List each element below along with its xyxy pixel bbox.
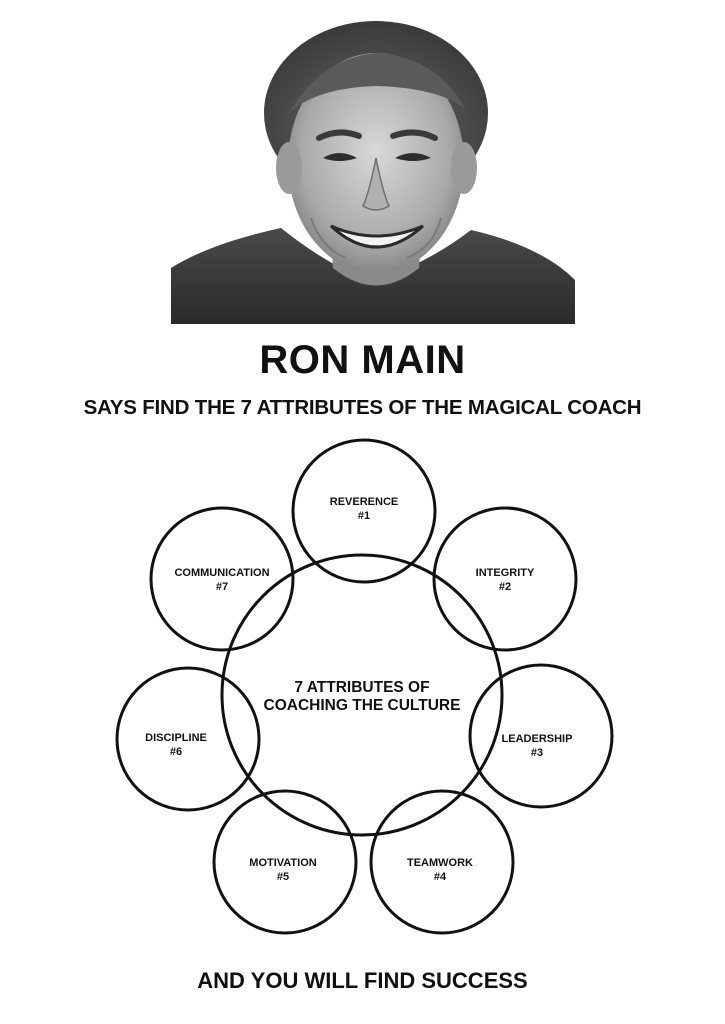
attribute-number-6: #6 <box>170 746 182 758</box>
portrait-photo <box>171 18 575 324</box>
center-title-line2: COACHING THE CULTURE <box>264 697 461 714</box>
attribute-number-3: #3 <box>531 747 543 759</box>
attribute-label-7: COMMUNICATION <box>174 567 269 579</box>
attribute-label-6: DISCIPLINE <box>145 732 207 744</box>
center-circle <box>220 553 504 837</box>
attribute-circle-1 <box>291 438 437 584</box>
attribute-number-7: #7 <box>216 581 228 593</box>
attribute-label-2: INTEGRITY <box>476 567 535 579</box>
attribute-circle-4 <box>369 789 515 935</box>
attribute-circle-6 <box>115 666 261 812</box>
attribute-label-4: TEAMWORK <box>407 857 473 869</box>
attribute-label-5: MOTIVATION <box>249 857 316 869</box>
attribute-number-2: #2 <box>499 581 511 593</box>
attribute-label-1: REVERENCE <box>330 496 398 508</box>
attribute-number-1: #1 <box>358 510 370 522</box>
attribute-circle-5 <box>212 789 358 935</box>
center-title-line1: 7 ATTRIBUTES OF <box>294 679 429 696</box>
attribute-circle-3 <box>468 663 614 809</box>
attribute-number-5: #5 <box>277 871 289 883</box>
footer-slogan: AND YOU WILL FIND SUCCESS <box>197 968 528 993</box>
attribute-label-3: LEADERSHIP <box>502 733 573 745</box>
attribute-circle-7 <box>149 506 295 652</box>
headline-subtitle: SAYS FIND THE 7 ATTRIBUTES OF THE MAGICA… <box>83 396 642 419</box>
attribute-number-4: #4 <box>434 871 447 883</box>
attribute-circle-2 <box>432 506 578 652</box>
person-name: RON MAIN <box>259 338 466 382</box>
